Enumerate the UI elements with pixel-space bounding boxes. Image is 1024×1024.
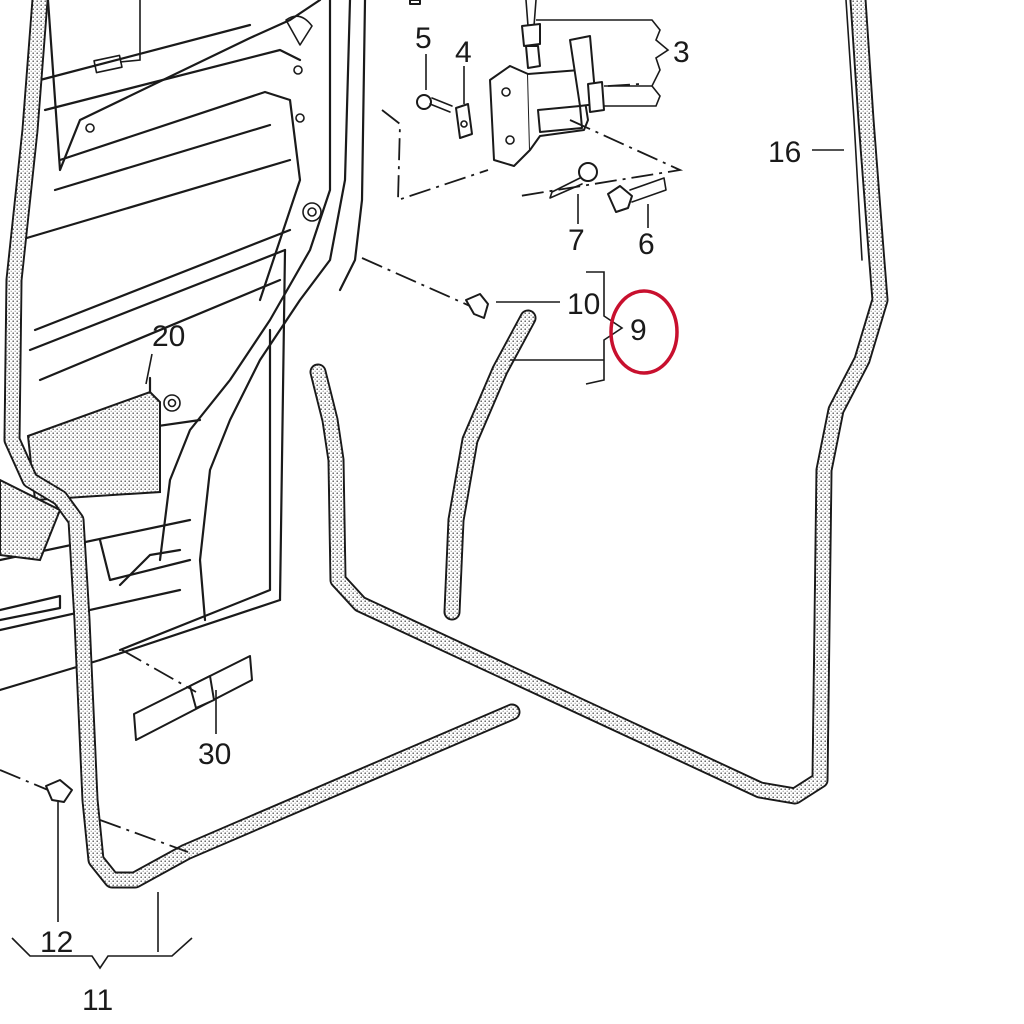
part-9-seal-strip [443, 309, 537, 621]
part-5-screw [416, 94, 453, 113]
callout-3: 3 [673, 36, 690, 69]
callout-10: 10 [567, 288, 600, 321]
callout-16: 16 [768, 136, 801, 169]
part-12-clip [0, 769, 189, 853]
callout-30: 30 [198, 738, 231, 771]
callout-20: 20 [152, 320, 185, 353]
callout-6: 6 [638, 228, 655, 261]
callout-4: 4 [455, 36, 472, 69]
part-10-clip [361, 257, 489, 319]
callout-12: 12 [40, 926, 73, 959]
part-16-door-opening-seal [309, 0, 889, 805]
part-left-dotted-panel [0, 478, 62, 562]
part-11-door-seal-left [3, 0, 521, 889]
callout-9: 9 [630, 314, 647, 347]
part-6-bolt [607, 177, 667, 213]
callout-5: 5 [415, 22, 432, 55]
part-4-plate [455, 103, 473, 139]
part-30-strip [121, 649, 253, 741]
part-7-screw [549, 162, 598, 199]
part-3-hinge-assembly [381, 0, 684, 202]
callout-11: 11 [82, 984, 113, 1017]
callout-7: 7 [568, 224, 585, 257]
leader-lines [11, 19, 844, 970]
highlight-circle [609, 289, 679, 375]
